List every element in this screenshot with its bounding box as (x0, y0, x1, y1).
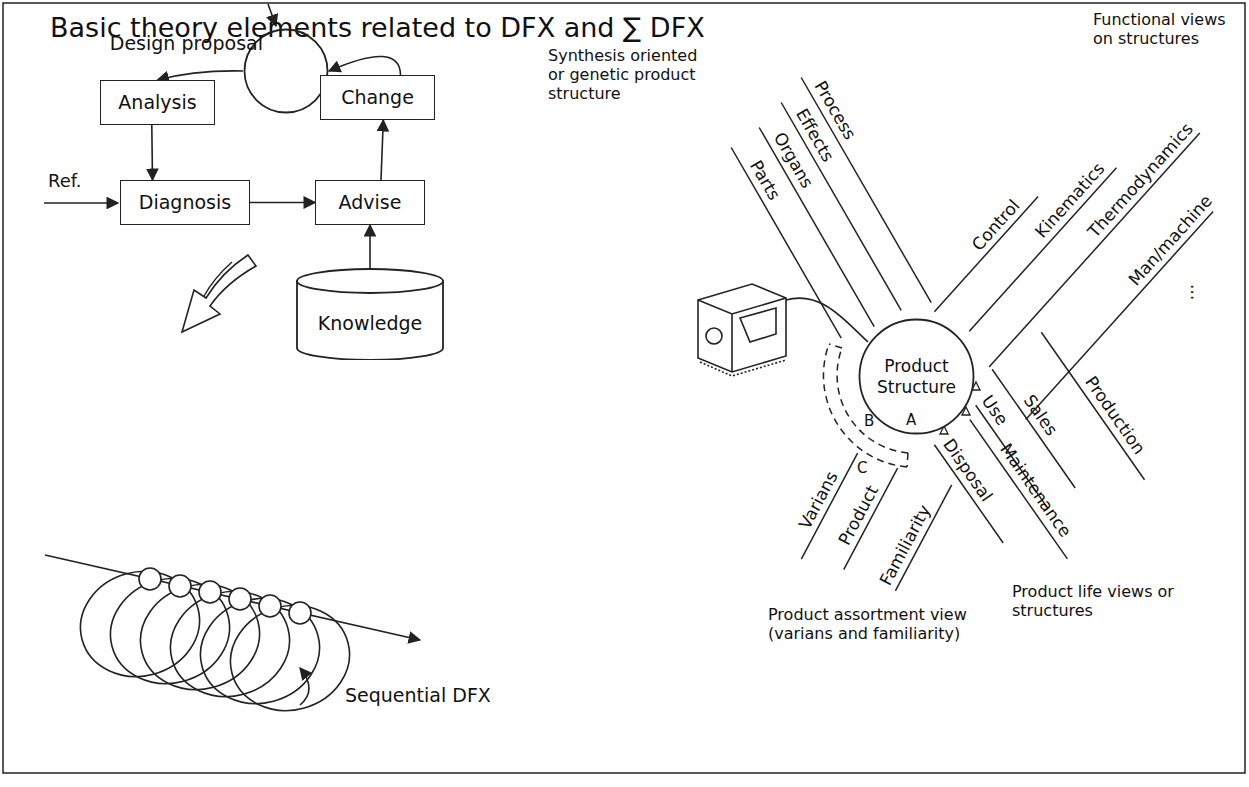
view-label: Maintenance (995, 440, 1075, 541)
spiral-axis (45, 555, 420, 640)
view-label: ... (1187, 284, 1207, 300)
view-label: Varians (794, 468, 841, 533)
node-label: Product Structure (868, 356, 966, 397)
process-box: Advise (315, 180, 425, 225)
view-label: Man/machine (1124, 191, 1216, 290)
process-box: Change (320, 75, 435, 120)
machine-illustration (698, 284, 786, 376)
spiral-loop (69, 558, 212, 690)
view-line (934, 197, 1038, 312)
node-label: Knowledge (318, 312, 422, 335)
view-label: Use (977, 391, 1012, 429)
reference-arrow (44, 202, 118, 204)
process-box: Analysis (100, 80, 215, 125)
note-text: Product life views or structures (1012, 582, 1187, 620)
node-label: Analysis (118, 91, 196, 114)
view-label: Control (967, 196, 1023, 255)
spiral-loop (129, 571, 272, 703)
note-text: Sequential DFX (345, 684, 491, 707)
note-text: Product assortment view (varians and fam… (768, 605, 978, 643)
spiral-loop (159, 578, 302, 710)
flow-arrow (158, 71, 244, 80)
spiral-loop (219, 592, 362, 724)
spiral-node (169, 575, 191, 597)
flow-arrow (151, 125, 153, 180)
machine-knob (706, 328, 722, 344)
view-label: Product (834, 482, 882, 549)
transition-arrow (204, 262, 232, 296)
node-label: Change (341, 86, 414, 109)
spiral-node (199, 581, 221, 603)
view-line (1041, 332, 1144, 480)
note-text: Ref. (48, 170, 82, 192)
flow-arrow (381, 120, 383, 180)
note-text: Synthesis oriented or genetic product st… (548, 46, 713, 104)
view-label: Production (1081, 372, 1150, 458)
note-text: Functional views on structures (1093, 10, 1233, 48)
node-label: Advise (339, 191, 402, 214)
flow-arrow (369, 225, 371, 268)
view-label: Sales (1019, 391, 1062, 440)
proposal-circle: Design proposal (243, 28, 329, 114)
machine-body (698, 284, 786, 372)
machine-base (700, 360, 786, 376)
circle-shape (860, 320, 974, 434)
view-label: Familiarity (875, 501, 934, 588)
flow-arrow (329, 56, 401, 75)
process-box: Diagnosis (120, 180, 250, 225)
frame (3, 3, 1245, 773)
view-label: B (864, 412, 874, 430)
node-label: Diagnosis (139, 191, 231, 214)
spiral-node (289, 602, 311, 624)
flow-arrow (250, 202, 315, 204)
cylinder-top (297, 269, 443, 293)
view-label: A (906, 411, 916, 429)
node-label: Design proposal (110, 32, 263, 55)
leader-line (786, 298, 868, 342)
machine-edge (698, 298, 786, 372)
machine-window (740, 308, 776, 342)
spiral-node (139, 568, 161, 590)
structure-circle: Product Structure (858, 318, 975, 435)
spiral-node (229, 588, 251, 610)
view-label: C (857, 459, 867, 477)
spiral-loop (189, 585, 332, 717)
knowledge-cylinder: Knowledge (295, 268, 445, 360)
view-line (731, 148, 841, 339)
view-label: Parts (746, 157, 785, 204)
view-line (1026, 212, 1213, 420)
spiral-node (259, 595, 281, 617)
view-line (801, 78, 931, 303)
transition-arrow (182, 255, 256, 332)
spiral-loop (99, 565, 242, 697)
rotation-arrow (300, 668, 309, 705)
